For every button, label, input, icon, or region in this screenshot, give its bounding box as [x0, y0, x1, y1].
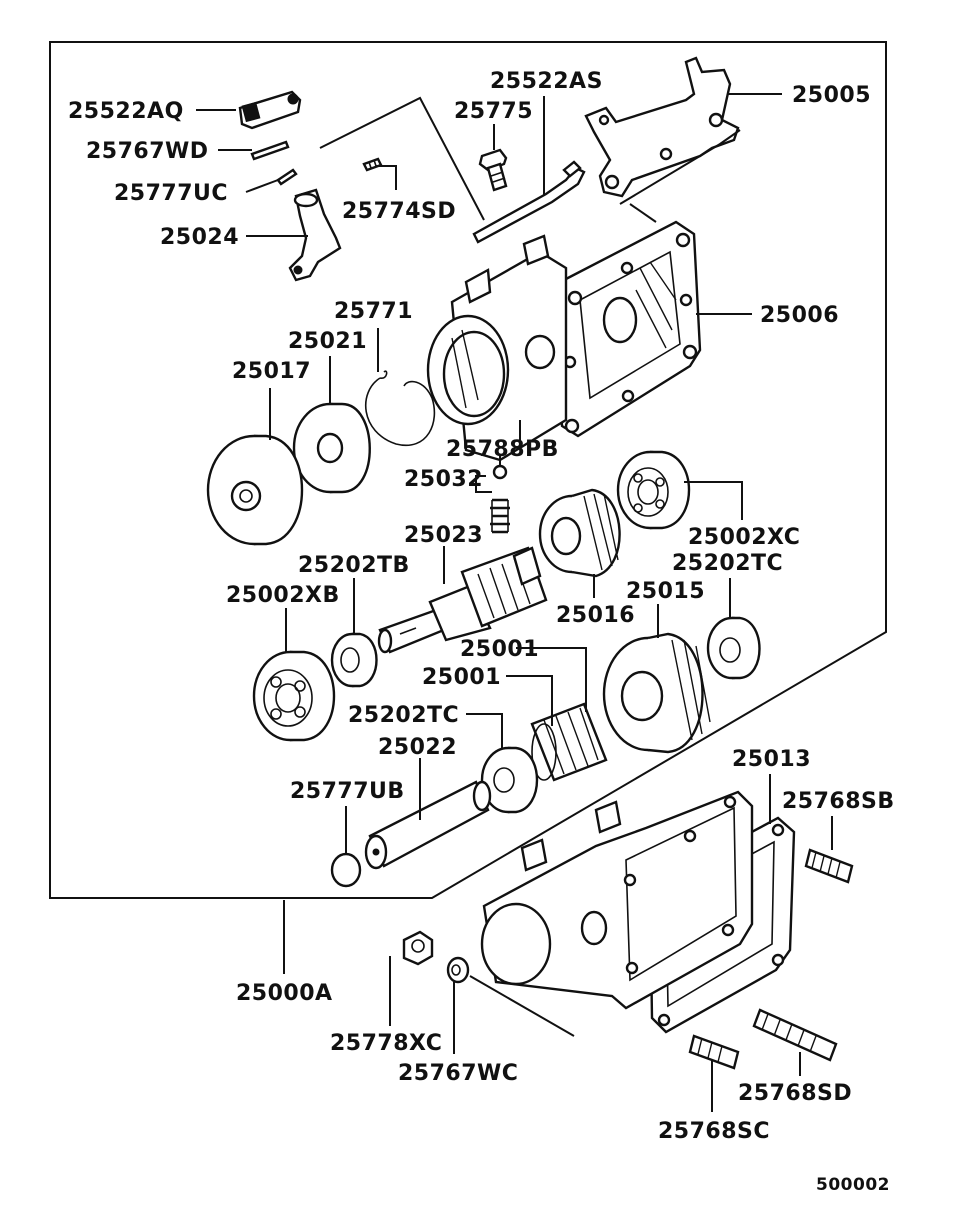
label-25774SD: 25774SD — [342, 199, 456, 224]
label-25775: 25775 — [454, 99, 533, 124]
label-25777UC: 25777UC — [114, 181, 228, 206]
assembly-outline — [49, 41, 887, 899]
part-25768SC-stud — [688, 1034, 740, 1070]
part-25032-spring — [490, 498, 510, 534]
label-25777UB: 25777UB — [290, 779, 405, 804]
label-25002XC: 25002XC — [688, 525, 800, 550]
part-25768SD-stud — [752, 1008, 838, 1062]
label-25768SB: 25768SB — [782, 789, 895, 814]
part-25202TB-washer — [330, 632, 378, 688]
part-25017-flange — [206, 434, 304, 546]
part-25202TC-washer-lower — [480, 746, 539, 814]
part-25016-gear — [538, 488, 621, 578]
label-25788PB: 25788PB — [446, 437, 559, 462]
part-25774SD-pin — [362, 157, 383, 172]
part-25522AS-rod — [472, 160, 586, 244]
label-25013: 25013 — [732, 747, 811, 772]
part-25777UC-pin — [276, 168, 298, 186]
part-25002XC-bearing — [616, 450, 691, 530]
leader-lines — [196, 93, 833, 1112]
part-25002XB-bearing — [252, 650, 336, 742]
label-25522AQ: 25522AQ — [68, 99, 184, 124]
label-25021: 25021 — [288, 329, 367, 354]
part-25006-housing — [426, 220, 702, 462]
label-25767WC: 25767WC — [398, 1061, 518, 1086]
label-25202TC-upper: 25202TC — [672, 551, 783, 576]
part-25778XC-nut — [402, 930, 434, 966]
part-25775-bolt — [478, 148, 508, 192]
part-25024-shift-arm — [288, 188, 342, 282]
label-25023: 25023 — [404, 523, 483, 548]
part-25202TC-washer-upper — [706, 616, 761, 680]
label-25768SC: 25768SC — [658, 1119, 770, 1144]
part-25022-shaft — [364, 780, 492, 870]
label-25768SD: 25768SD — [738, 1081, 852, 1106]
part-25001-needle-bearings — [530, 702, 608, 782]
label-25017: 25017 — [232, 359, 311, 384]
label-25771: 25771 — [334, 299, 413, 324]
part-25767WC-washer — [446, 956, 470, 984]
label-25006: 25006 — [760, 303, 839, 328]
part-labels: 25522AQ 25767WD 25777UC 25024 25774SD 25… — [68, 69, 895, 1195]
label-25005: 25005 — [792, 83, 871, 108]
label-25202TC-lower: 25202TC — [348, 703, 459, 728]
label-25001-lower: 25001 — [422, 665, 501, 690]
part-25023-shaft — [377, 546, 548, 654]
part-lower-cover — [480, 790, 754, 1010]
part-25771-snap-ring — [365, 370, 436, 447]
label-25767WD: 25767WD — [86, 139, 209, 164]
part-25768SB-stud — [804, 848, 854, 884]
label-25002XB: 25002XB — [226, 583, 340, 608]
part-25005-bracket — [584, 56, 740, 198]
part-25788PB-ball — [492, 464, 508, 480]
label-25001-upper: 25001 — [460, 637, 539, 662]
part-25777UB-o-ring — [330, 852, 362, 888]
label-25778XC: 25778XC — [330, 1031, 442, 1056]
label-25022: 25022 — [378, 735, 457, 760]
label-25024: 25024 — [160, 225, 239, 250]
label-25522AS: 25522AS — [490, 69, 603, 94]
label-25015: 25015 — [626, 579, 705, 604]
label-25202TB: 25202TB — [298, 553, 410, 578]
label-25032: 25032 — [404, 467, 483, 492]
label-25016: 25016 — [556, 603, 635, 628]
figure-id: 500002 — [816, 1175, 890, 1195]
part-25015-gear — [602, 632, 711, 754]
label-25000A: 25000A — [236, 981, 333, 1006]
part-25021-collar — [292, 402, 371, 494]
part-25767WD-pin — [250, 140, 290, 161]
part-25522AQ-lever-plate — [238, 90, 302, 130]
